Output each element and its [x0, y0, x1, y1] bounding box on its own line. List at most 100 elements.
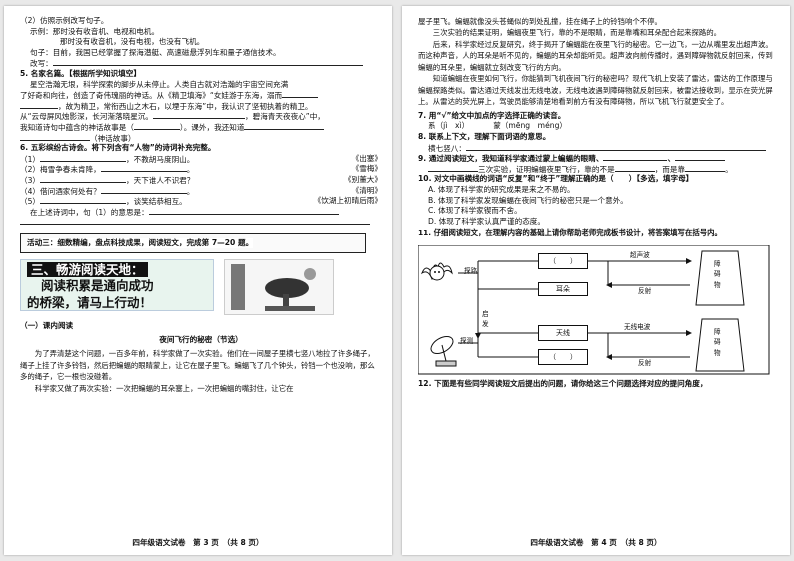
q5-text-3: ，故为精卫，常衔西山之木石，以堙于东海”中，我认识了坚韧执着的精卫。: [58, 101, 313, 111]
q9-blank-5[interactable]: [685, 164, 726, 172]
q5-text-8: （神话故事）: [90, 133, 136, 143]
q5-blank-1[interactable]: [282, 90, 319, 99]
example-line: 示例：那时没有收音机、电视和电机。: [30, 26, 160, 36]
q5-blank-4[interactable]: [133, 122, 180, 130]
label-left-top: 探路: [464, 266, 478, 275]
page-footer: 四年级语文试卷 第 3 页 （共 8 页）: [132, 537, 264, 547]
q6-tail-blank-2[interactable]: [20, 217, 370, 226]
decor-illustration: [224, 258, 334, 315]
box-bot-small[interactable]: （ ）: [538, 348, 588, 365]
q7-options: 系（jì xì） 蒙（mēng méng）: [418, 121, 780, 132]
poem-no: （5）: [20, 197, 41, 207]
poem-blank[interactable]: [40, 196, 127, 205]
q9-text-b: 、: [667, 154, 676, 164]
q8-term: 横七竖八：: [428, 143, 466, 153]
q6-tail-text: 在上述诗词中，句（1）的意思是：: [30, 207, 149, 217]
poem-text: 。: [186, 186, 195, 196]
poem-row-5: （5） ，谈笑结恭相互。 《饮湖上初晴后雨》: [20, 196, 382, 207]
q9-text-d: ，而是靠: [654, 164, 686, 174]
section-3-header: 三、畅游阅读天地： 阅读积累是通向成功 的桥梁，请马上行动！: [20, 258, 382, 315]
poem-row-1: （1），不教胡马度阴山。《出塞》: [20, 154, 382, 165]
q6-tail-line-2: [20, 217, 382, 228]
poem-text: 梅雪争春未肯降，: [40, 165, 101, 175]
article-title: 夜间飞行的秘密（节选）: [159, 335, 243, 345]
example-rewrite: 那时没有收音机，没有电视，也没有飞机。: [60, 37, 205, 47]
poem-no: （3）: [20, 175, 41, 185]
rewrite-blank[interactable]: [52, 58, 363, 67]
arrow-label-top-1: 超声波: [630, 250, 650, 259]
article-paragraph-3: 三次实验的结果证明，蝙蝠夜里飞行，靠的不是眼睛，而是靠嘴和耳朵配合起来探路的。: [432, 28, 722, 38]
poem-blank[interactable]: [40, 175, 127, 183]
q9-blank-2[interactable]: [675, 153, 726, 162]
label-left-mid: 启发: [482, 309, 489, 329]
q5-line-2: 了好奇和向往，创造了奇伟瑰丽的神话。从《精卫填海》“女娃游于东海，溺而: [20, 90, 382, 101]
poem-row-4: （4）借问酒家何处有？。《清明》: [20, 186, 382, 197]
arrow-label-top-2: 反射: [638, 286, 652, 295]
article-paragraph-4: 后来，科学家经过反复研究，终于揭开了蝙蝠能在夜里飞行的秘密。它一边飞，一边从嘴里…: [418, 39, 773, 72]
section-3-title-line-3: 的桥梁，请马上行动！: [27, 294, 153, 310]
q10-option-d[interactable]: D. 体现了科学家认真严谨的态度。: [428, 216, 545, 226]
section-3-title: 三、畅游阅读天地：: [27, 261, 148, 277]
poem-blank[interactable]: [40, 154, 127, 162]
poem-source: 《出塞》: [351, 153, 382, 163]
q5-head: 5. 名家名篇。【根据所学知识填空】: [20, 68, 141, 78]
q5-line-6: （神话故事）: [20, 133, 382, 144]
q10-option-b[interactable]: B. 体现了科学家发现蝙蝠在夜间飞行的秘密只是一个意外。: [428, 195, 628, 205]
exam-page-3: （2）仿照示例改写句子。 示例：那时没有收音机、电视和电机。 那时没有收音机，没…: [4, 6, 392, 555]
q5-blank-3[interactable]: [153, 111, 246, 120]
poem-source: 《饮湖上初晴后雨》: [313, 196, 382, 206]
box-top-1[interactable]: （ ）: [538, 252, 588, 269]
sentence-line: 句子：目前，我国已经掌握了探海潜艇、高速磁悬浮列车和量子通信技术。: [30, 47, 281, 57]
q9-text-e: 。: [725, 164, 733, 174]
page-footer: 四年级语文试卷 第 4 页 （共 8 页）: [530, 537, 662, 547]
q7-option-2[interactable]: 蒙（mēng méng）: [493, 121, 567, 131]
q9-text-c: 三次实验，证明蝙蝠夜里飞行，靠的不是: [478, 164, 615, 174]
poem-blank[interactable]: [100, 164, 187, 173]
tree-scene-icon: [225, 259, 333, 314]
q10-option-a[interactable]: A. 体现了科学家的研究成果是来之不易的。: [428, 184, 575, 194]
poem-source: 《清明》: [351, 185, 382, 195]
bat-icon: [420, 262, 453, 281]
activity-box: 活动三：细数精编，盘点科技成果，阅读短文，完成第 7—20 题。: [20, 232, 366, 253]
poem-row-3: （3），天下谁人不识君？《别董大》: [20, 175, 382, 186]
q5-line-4: 从“云母屏风烛影深，长河渐落晓星沉。，碧海青天夜夜心”中，: [20, 111, 382, 122]
poem-text: ，谈笑结恭相互。: [126, 197, 187, 207]
q5-blank-6[interactable]: [20, 133, 90, 141]
obstacle-label-bot: 障碍物: [714, 327, 721, 357]
q8-head: 8. 联系上下文，理解下面词语的意思。: [418, 131, 551, 141]
q12-head: 12. 下面是有些同学阅读短文后提出的问题，请你给这三个问题选择对应的提问角度，: [418, 378, 708, 388]
poem-no: （1）: [20, 154, 41, 164]
q8-blank[interactable]: [465, 143, 766, 151]
article-continued: 屋子里飞。蝙蝠就像没头苍蝇似的到处乱撞，挂在绳子上的铃铛响个不停。: [418, 17, 662, 26]
section-3-title-line-2: 阅读积累是通向成功: [41, 278, 154, 294]
poem-blank[interactable]: [100, 186, 187, 194]
arrow-label-bot-1: 无线电波: [624, 322, 651, 331]
radar-icon: [430, 335, 457, 367]
q5-blank-5[interactable]: [244, 122, 325, 130]
box-bot-1: 天线: [538, 324, 588, 341]
q7-option-1[interactable]: 系（jì xì）: [428, 121, 470, 131]
q5-blank-2[interactable]: [20, 101, 58, 109]
label-left-bot: 探测: [460, 336, 474, 345]
q9-line-2: 三次实验，证明蝙蝠夜里飞行，靠的不是 ，而是靠 。: [418, 164, 780, 175]
q9-blank-1[interactable]: [603, 153, 668, 162]
q9-line-1: 9. 通过阅读短文，我知道科学家通过蒙上蝙蝠的眼睛、、: [418, 153, 780, 164]
q5-line-5: 我知道诗句中蕴含的神话故事是（）。课外，我还知道: [20, 122, 382, 133]
q10-option-c[interactable]: C. 体现了科学家锲而不舍。: [428, 206, 522, 216]
poem-source: 《别董大》: [344, 174, 382, 184]
q11-head: 11. 仔细阅读短文，在理解内容的基础上请你帮助老师完成板书设计，将答案填写在括…: [418, 228, 722, 238]
q7-head: 7. 用“√”给文中加点的字选择正确的读音。: [418, 110, 566, 120]
q5-text-4: 从“云母屏风烛影深，长河渐落晓星沉。: [20, 112, 154, 122]
poem-row-2: （2）梅雪争春未肯降，。《雪梅》: [20, 164, 382, 175]
article-paragraph-5: 知道蝙蝠在夜里如何飞行，你能猜到飞机夜间飞行的秘密吗？现代飞机上安装了雷达，雷达…: [418, 74, 773, 107]
q5-text-6: 我知道诗句中蕴含的神话故事是（: [20, 122, 134, 132]
q10-head: 10. 对文中画横线的词语“反复”和“终于”理解正确的是（ ）【多选，填字母】: [418, 174, 694, 184]
blackboard-diagram: 探路 启发 探测 （ ） 耳朵 超声波 反射 天线 （ ） 无线电波 反射 障碍…: [418, 244, 774, 375]
q6-tail-blank[interactable]: [148, 207, 339, 215]
poem-text: 。: [186, 165, 195, 175]
section-3-banner: 三、畅游阅读天地： 阅读积累是通向成功 的桥梁，请马上行动！: [20, 258, 214, 311]
q5-text-2: 了好奇和向往，创造了奇伟瑰丽的神话。从《精卫填海》“女娃游于东海，溺而: [20, 91, 283, 101]
q6-head: 6. 五彩缤纷古诗会。将下列含有“人物”的诗词补充完整。: [20, 143, 216, 153]
q9-blank-3[interactable]: [428, 164, 478, 172]
q9-blank-4[interactable]: [614, 164, 655, 172]
